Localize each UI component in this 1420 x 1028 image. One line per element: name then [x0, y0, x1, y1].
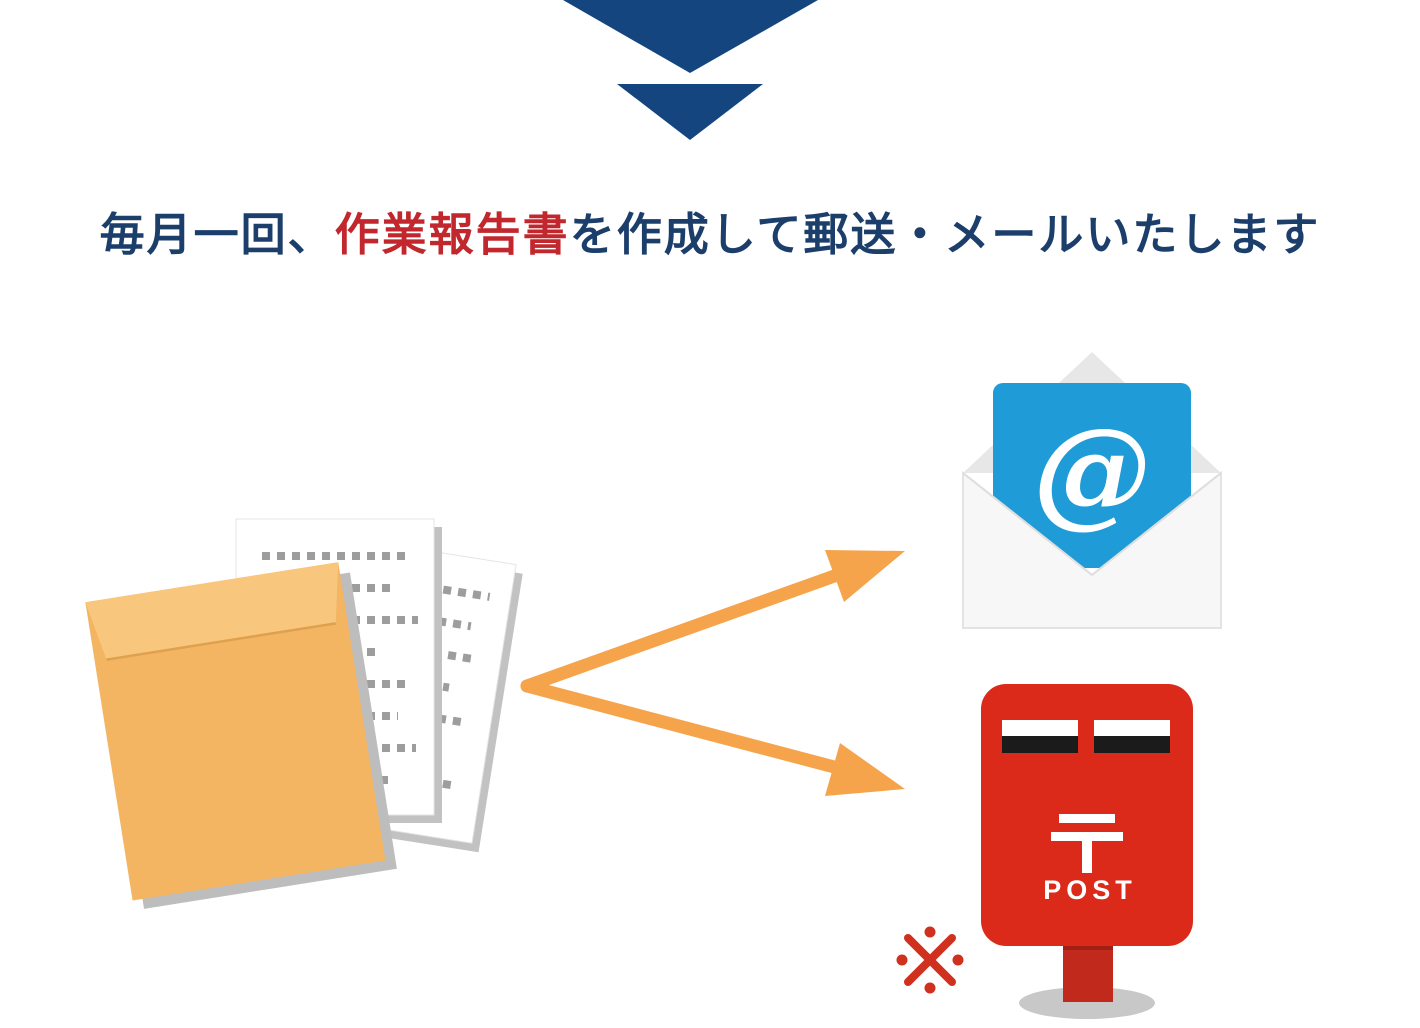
arrow-to-post [520, 679, 905, 796]
email-front-crease-left [962, 472, 1093, 576]
postal-mark-icon [1051, 814, 1123, 873]
envelope-flap [85, 562, 339, 660]
postbox-post-label: POST [1043, 875, 1137, 905]
manila-envelope-icon [85, 562, 397, 909]
email-front-crease-right [1091, 472, 1222, 576]
headline-prefix: 毎月一回、 [99, 208, 335, 261]
down-chevron-icon [563, 0, 818, 140]
email-envelope-icon: @ [962, 352, 1222, 629]
envelope-crease [106, 622, 336, 661]
headline-suffix: を作成して郵送・メールいたします [569, 208, 1321, 261]
chevron-bottom [617, 84, 763, 140]
arrow-to-email [520, 550, 905, 693]
email-at-card [993, 383, 1191, 568]
headline: 毎月一回、作業報告書を作成して郵送・メールいたします [0, 198, 1420, 263]
postbox-slot-right [1094, 720, 1170, 753]
postbox-icon: POST [981, 684, 1193, 1019]
headline-highlight: 作業報告書 [334, 208, 570, 261]
postbox-slot-left [1002, 720, 1078, 753]
chevron-top [563, 0, 818, 73]
postbox-pedestal [1063, 940, 1113, 1002]
reference-mark-icon [896, 926, 964, 994]
postbox-base [1019, 987, 1155, 1019]
at-symbol: @ [1033, 401, 1151, 540]
